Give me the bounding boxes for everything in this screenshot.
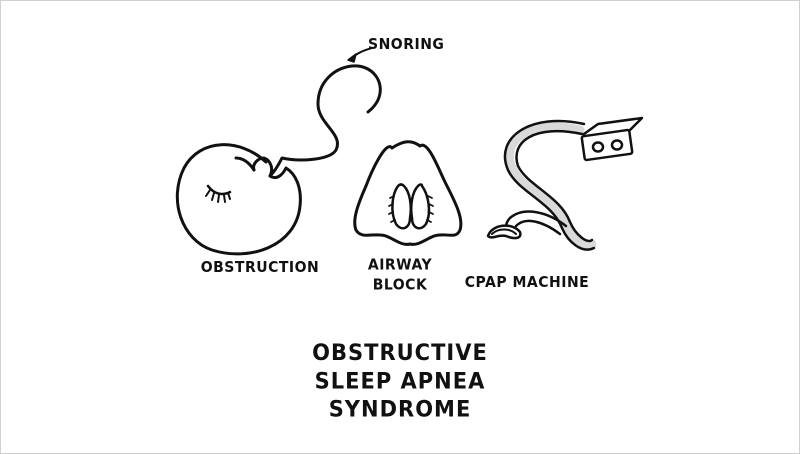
diagram-title: OBSTRUCTIVE SLEEP APNEA SYNDROME	[300, 339, 500, 424]
cpap-illustration	[486, 116, 644, 251]
title-line1: OBSTRUCTIVE	[312, 340, 488, 366]
head-outline	[175, 143, 302, 256]
cpap-knob-left	[591, 141, 605, 153]
title-line2: SLEEP APNEA	[314, 368, 486, 394]
sleeping-head-illustration	[175, 47, 382, 256]
cpap-knob-right	[610, 139, 624, 151]
cpap-hose-inner	[514, 219, 562, 236]
snoring-label: SNORING	[368, 36, 445, 54]
cpap-mask	[486, 224, 522, 240]
cpap-tube-shade	[504, 122, 597, 250]
cpap-box-top	[582, 116, 644, 136]
eyelashes	[205, 189, 231, 203]
airway-label-line1: AIRWAY	[367, 257, 433, 274]
nose-outline	[353, 140, 463, 246]
obstruction-label: OBSTRUCTION	[200, 259, 320, 277]
nose-bump	[234, 156, 256, 172]
left-nostril	[391, 183, 412, 230]
snoring-line	[268, 64, 382, 178]
title-line3: SYNDROME	[328, 396, 472, 422]
nostril-hatching	[388, 195, 434, 223]
cpap-tube-inner	[515, 129, 594, 243]
closed-eye	[206, 184, 232, 196]
nose-airway-illustration	[353, 140, 463, 246]
right-nostril	[410, 183, 431, 230]
cpap-tube-outer	[503, 119, 596, 251]
snoring-arrowhead	[347, 53, 357, 63]
cpap-machine-box	[580, 128, 634, 162]
cpap-machine-label: CPAP MACHINE	[464, 274, 590, 292]
airway-block-label: AIRWAY BLOCK	[360, 256, 440, 296]
cpap-mask-cushion	[491, 228, 517, 235]
airway-label-line2: BLOCK	[372, 277, 428, 294]
